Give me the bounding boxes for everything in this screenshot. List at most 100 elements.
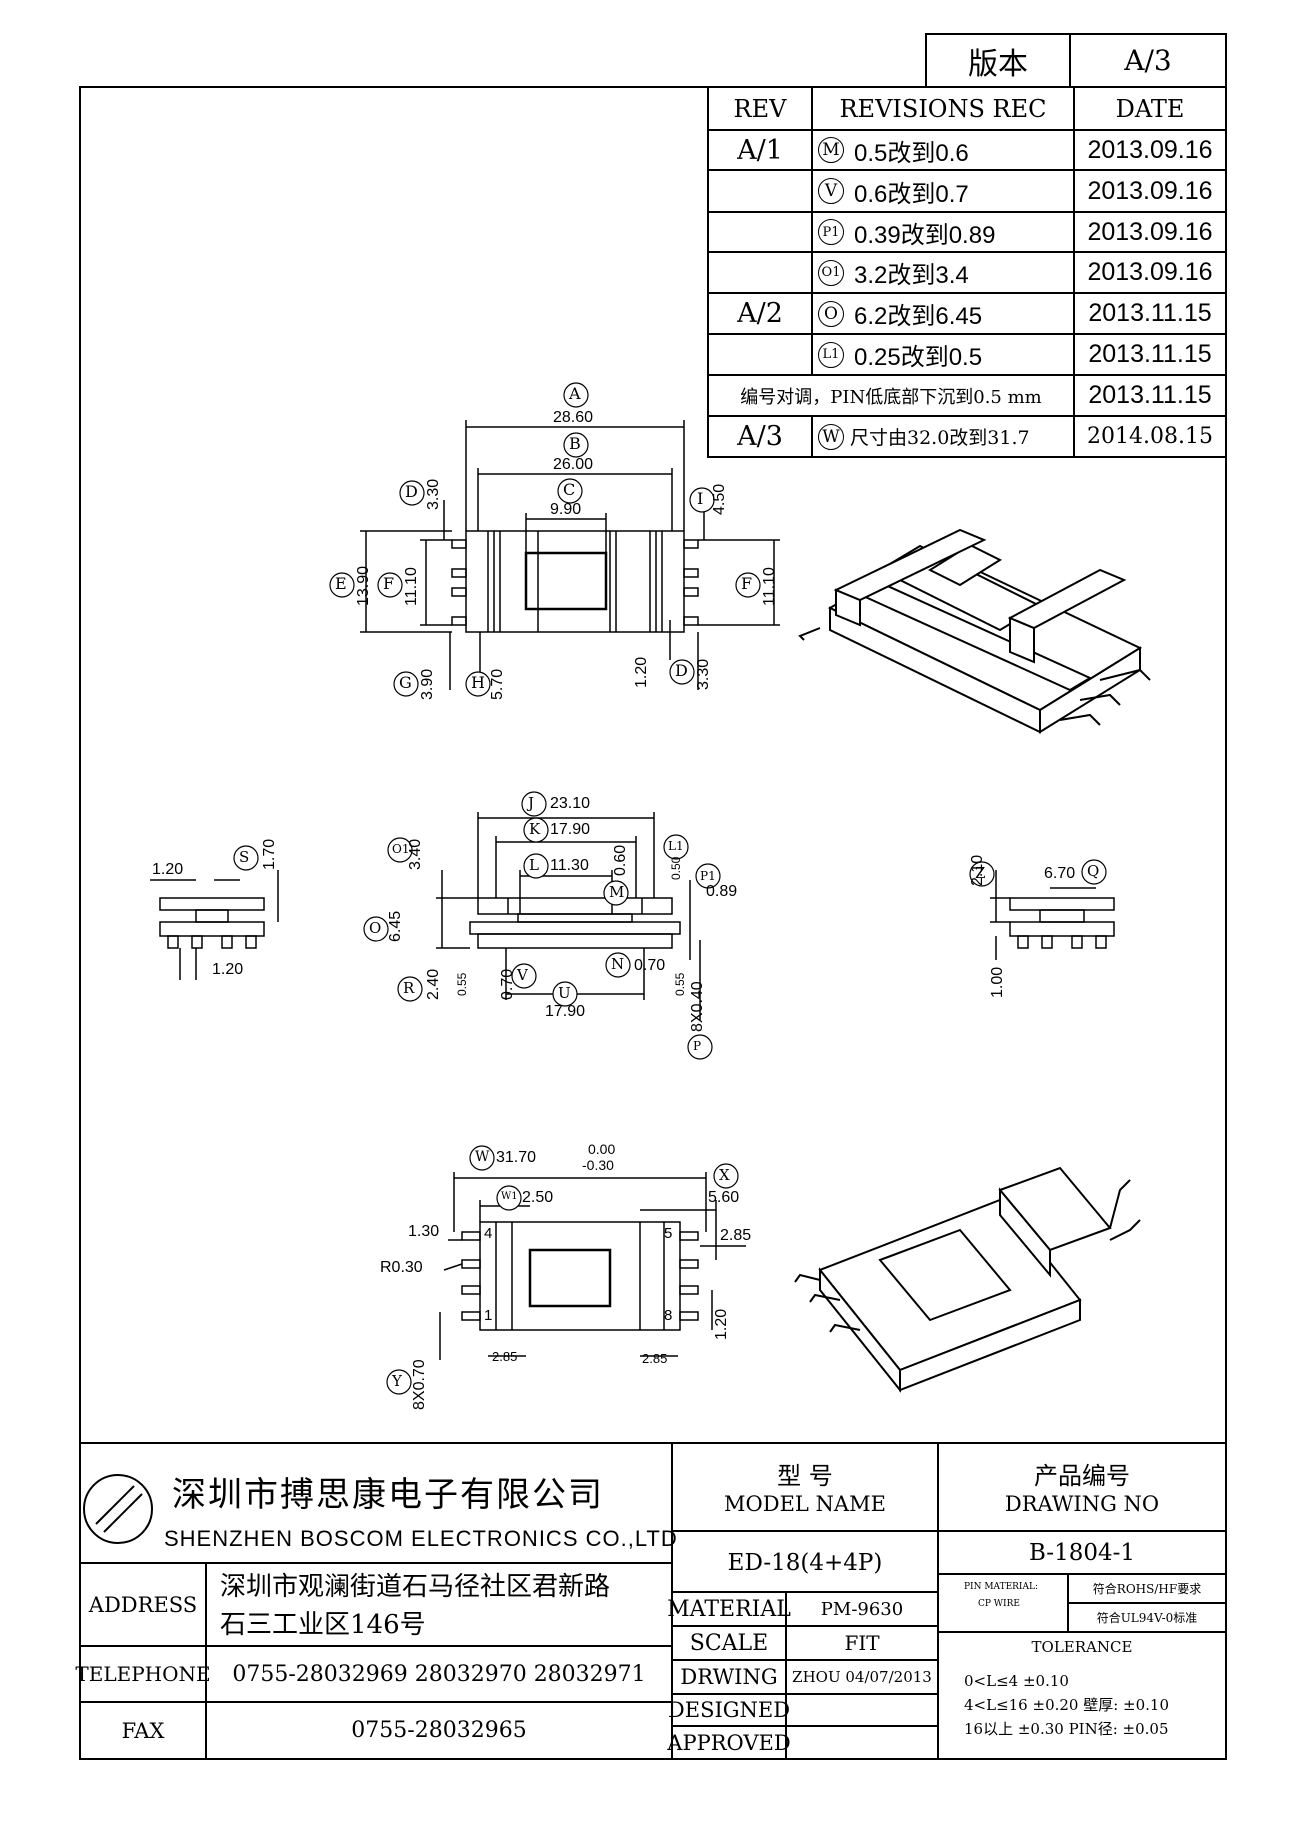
dim-Z: 2.10 bbox=[969, 854, 986, 886]
model-label-en: MODEL NAME bbox=[724, 1492, 886, 1516]
dim-R: 2.40 bbox=[425, 968, 442, 1000]
bottom-view bbox=[439, 1172, 746, 1360]
dim-285-right: 2.85 bbox=[642, 1351, 668, 1366]
marker-K: K bbox=[529, 820, 541, 838]
dim-W-tol-up: 0.00 bbox=[588, 1141, 616, 1157]
marker-A: A bbox=[569, 384, 581, 403]
dim-V: 0.70 bbox=[499, 968, 516, 1000]
marker-D: D bbox=[405, 482, 418, 501]
telephone-value: 0755-28032969 28032970 28032971 bbox=[232, 1661, 646, 1687]
dim-L1: 0.50 bbox=[669, 856, 683, 880]
right-side-view bbox=[990, 870, 1115, 960]
dim-W1: 2.50 bbox=[522, 1189, 554, 1206]
marker-B: B bbox=[569, 434, 581, 453]
address-line-2: 石三工业区146号 bbox=[220, 1610, 426, 1640]
pin-1: 1 bbox=[484, 1307, 493, 1324]
dim-130: 1.30 bbox=[408, 1223, 440, 1240]
marker-Q: Q bbox=[1087, 862, 1100, 880]
approved-label: APPROVED bbox=[667, 1730, 791, 1755]
marker-Z: Z bbox=[975, 864, 986, 882]
dim-G: 3.90 bbox=[419, 668, 436, 700]
dim-L: 11.30 bbox=[550, 857, 589, 874]
dim-U: 17.90 bbox=[545, 1003, 586, 1020]
dim-J: 23.10 bbox=[550, 795, 591, 812]
version-value: A/3 bbox=[1124, 44, 1172, 77]
pin-material-label: PIN MATERIAL: bbox=[964, 1582, 1038, 1592]
dim-120-bottom: 1.20 bbox=[713, 1308, 730, 1340]
scale-label: SCALE bbox=[689, 1630, 769, 1656]
rev-row-7-date: 2014.08.15 bbox=[1087, 424, 1213, 449]
rev-marker: L1 bbox=[818, 341, 844, 368]
dim-left-top: 1.20 bbox=[152, 861, 184, 878]
dim-X: 5.60 bbox=[708, 1189, 740, 1206]
pin-4: 4 bbox=[484, 1225, 493, 1242]
dim-Y: 8X0.70 bbox=[411, 1359, 428, 1410]
dim-B: 26.00 bbox=[553, 456, 594, 473]
marker-S: S bbox=[239, 848, 250, 866]
marker-V: V bbox=[517, 966, 528, 984]
rev-rec-header: REVISIONS REC bbox=[839, 94, 1047, 123]
marker-U: U bbox=[558, 984, 571, 1002]
material-label: MATERIAL bbox=[667, 1596, 791, 1622]
material-value: PM-9630 bbox=[820, 1598, 904, 1620]
tolerance-line-3: 16以上 ±0.30 PIN径: ±0.05 bbox=[964, 1720, 1169, 1738]
rev-row-3-rev bbox=[708, 252, 812, 293]
drawing-frame bbox=[79, 86, 1227, 1760]
rev-row-7-rev: A/3 bbox=[737, 421, 783, 452]
marker-F: F bbox=[383, 574, 395, 593]
dim-F: 11.10 bbox=[403, 567, 420, 606]
company-name-en: SHENZHEN BOSCOM ELECTRONICS CO.,LTD bbox=[164, 1526, 678, 1551]
rev-row-1-rev bbox=[708, 170, 812, 212]
marker-F-right: F bbox=[741, 574, 753, 593]
rev-text: 0.5改到0.6 bbox=[854, 139, 969, 167]
rev-row-4-date: 2013.11.15 bbox=[1088, 299, 1212, 327]
tolerance-line-1: 0<L≤4 ±0.10 bbox=[964, 1672, 1069, 1690]
scale-value: FIT bbox=[844, 1631, 880, 1655]
dim-I: 4.50 bbox=[711, 483, 728, 515]
dim-right-bottom: 1.00 bbox=[989, 966, 1006, 998]
tolerance-line-2: 4<L≤16 ±0.20 壁厚: ±0.10 bbox=[964, 1696, 1170, 1714]
marker-Y: Y bbox=[392, 1372, 402, 1390]
marker-O1: O1 bbox=[392, 842, 410, 856]
rev-row-2-rev bbox=[708, 212, 812, 252]
model-label-cn: 型 号 bbox=[777, 1461, 833, 1490]
tolerance-label: TOLERANCE bbox=[1031, 1638, 1133, 1656]
dim-H: 5.70 bbox=[489, 668, 506, 700]
dim-M: 0.60 bbox=[612, 844, 629, 876]
marker-I: I bbox=[697, 489, 704, 508]
ul-note: 符合UL94V-0标准 bbox=[1096, 1611, 1198, 1625]
dim-055-right: 0.55 bbox=[673, 972, 687, 996]
rev-row-4-rev: A/2 bbox=[737, 298, 783, 329]
marker-M: M bbox=[609, 883, 625, 901]
designed-label: DESIGNED bbox=[667, 1698, 791, 1722]
telephone-label: TELEPHONE bbox=[75, 1662, 211, 1686]
dim-pitch: 1.20 bbox=[633, 656, 650, 688]
dim-O1: 3.40 bbox=[407, 838, 424, 870]
dim-055-left: 0.55 bbox=[455, 972, 469, 996]
marker-W1: W1 bbox=[501, 1191, 518, 1202]
drwing-value: ZHOU 04/07/2013 bbox=[792, 1668, 932, 1686]
marker-J: J bbox=[528, 794, 535, 812]
pin-material-value: CP WIRE bbox=[978, 1599, 1020, 1609]
dim-A: 28.60 bbox=[553, 409, 594, 426]
marker-R: R bbox=[403, 979, 415, 997]
dim-285-left: 2.85 bbox=[492, 1349, 518, 1364]
marker-L: L bbox=[529, 856, 539, 874]
rev-row-5-rev bbox=[708, 334, 812, 375]
marker-H: H bbox=[471, 673, 485, 692]
date-header: DATE bbox=[1115, 94, 1185, 123]
marker-D-lower: D bbox=[675, 661, 688, 680]
dim-F-right: 11.10 bbox=[761, 567, 778, 606]
rev-row-6-date: 2013.11.15 bbox=[1088, 381, 1212, 409]
marker-W: W bbox=[475, 1149, 490, 1165]
dim-W-tol-down: -0.30 bbox=[582, 1157, 614, 1173]
dim-285: 2.85 bbox=[720, 1227, 752, 1244]
dim-D: 3.30 bbox=[425, 478, 442, 510]
dim-S: 1.70 bbox=[261, 838, 278, 870]
rev-marker: V bbox=[818, 178, 844, 204]
rev-text: 3.2改到3.4 bbox=[854, 262, 969, 289]
